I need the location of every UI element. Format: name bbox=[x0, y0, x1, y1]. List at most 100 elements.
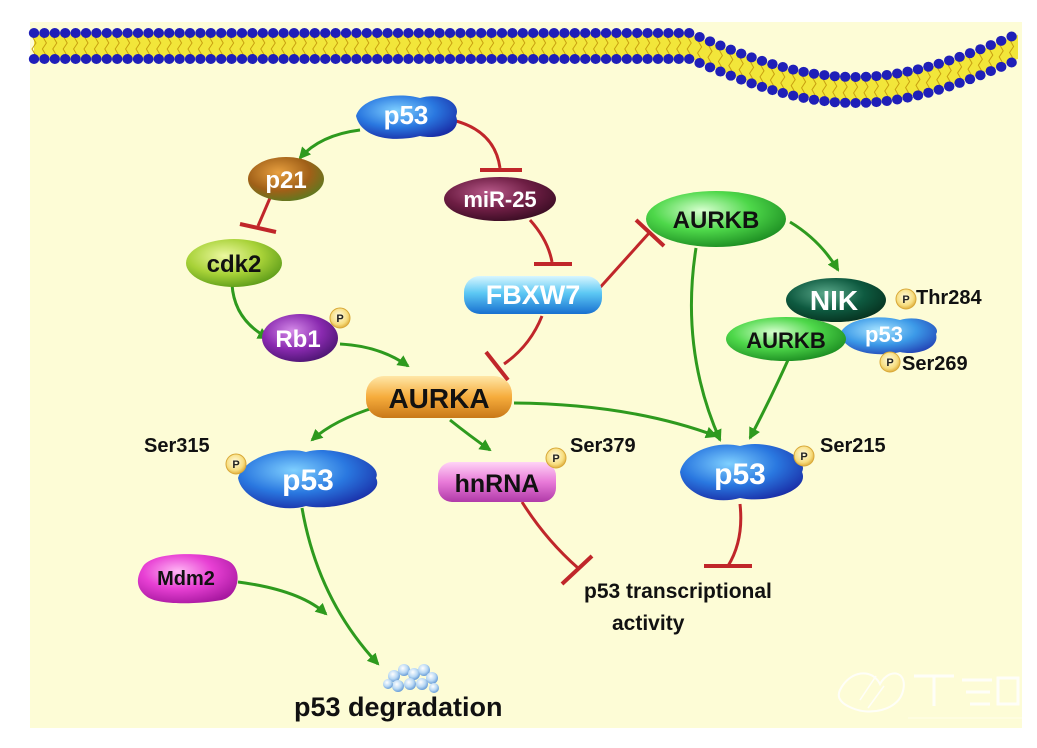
membrane-lipid-head bbox=[944, 81, 955, 92]
membrane-lipid-head bbox=[840, 97, 851, 108]
membrane-tail-stroke bbox=[801, 74, 807, 96]
aurka-label: AURKA bbox=[388, 383, 489, 414]
membrane-tail-stroke bbox=[291, 35, 297, 57]
membrane-tail-stroke bbox=[270, 35, 276, 57]
membrane-lipid-head bbox=[496, 28, 508, 38]
phospho-badge-ser379: P bbox=[545, 447, 567, 469]
membrane-lipid-head bbox=[70, 54, 81, 64]
membrane-lipid-head bbox=[132, 54, 144, 64]
membrane-tail-stroke bbox=[790, 72, 796, 93]
svg-text:P: P bbox=[800, 451, 807, 463]
rb1-node: Rb1 bbox=[262, 314, 338, 362]
membrane-lipid-head bbox=[476, 28, 487, 38]
membrane-tail-stroke bbox=[249, 35, 255, 57]
membrane-tail-stroke bbox=[873, 78, 879, 100]
membrane-tail-stroke bbox=[281, 35, 287, 57]
membrane-lipid-head bbox=[49, 54, 60, 64]
membrane-lipid-head bbox=[112, 28, 123, 38]
membrane-lipid-head bbox=[143, 54, 154, 64]
membrane-lipid-head bbox=[569, 28, 580, 38]
membrane-lipid-head bbox=[174, 54, 185, 64]
membrane-tail-stroke bbox=[229, 35, 235, 57]
membrane-lipid-head bbox=[80, 28, 92, 38]
membrane-tail-stroke bbox=[853, 79, 859, 101]
membrane-tail-stroke bbox=[301, 35, 307, 57]
aurkb-complex-label: AURKB bbox=[746, 328, 825, 353]
membrane-tail-stroke bbox=[1009, 39, 1015, 60]
arrow-aurkb-to-p53-right bbox=[689, 247, 722, 442]
membrane-lipid-head bbox=[736, 74, 747, 85]
membrane-lipid-head bbox=[91, 28, 102, 38]
membrane-lipid-head bbox=[559, 28, 570, 38]
ser269-label: Ser269 bbox=[902, 353, 968, 375]
membrane-tail-stroke bbox=[364, 35, 370, 57]
membrane-tail-stroke bbox=[457, 35, 463, 57]
membrane-tail-stroke bbox=[312, 35, 318, 57]
membrane-tail-stroke bbox=[499, 35, 505, 57]
membrane-lipid-head bbox=[684, 28, 695, 38]
aurkb-top-node: AURKB bbox=[646, 191, 786, 247]
membrane-tail-stroke bbox=[925, 69, 931, 90]
membrane-tail-stroke bbox=[31, 35, 37, 57]
membrane-tail-stroke bbox=[561, 35, 567, 57]
inhibit-fbxw7-aurka bbox=[503, 315, 544, 366]
membrane-lipid-head bbox=[70, 28, 81, 38]
membrane-tail-stroke bbox=[988, 47, 994, 69]
membrane-lipid-head bbox=[226, 54, 237, 64]
membrane-tail-stroke bbox=[582, 35, 588, 57]
proteasome-fragments-icon bbox=[383, 664, 439, 693]
membrane-lipid-head bbox=[278, 28, 289, 38]
membrane-tail-stroke bbox=[697, 39, 703, 61]
membrane-tail-stroke bbox=[145, 35, 151, 57]
membrane-tail-stroke bbox=[385, 35, 391, 57]
membrane-tail-stroke bbox=[353, 35, 359, 57]
membrane-tail-stroke bbox=[62, 35, 68, 57]
membrane-lipid-head bbox=[413, 54, 424, 64]
membrane-lipid-head bbox=[871, 97, 882, 108]
membrane-tail-stroke bbox=[946, 63, 952, 84]
membrane-lipid-head bbox=[902, 66, 913, 77]
membrane-lipid-head bbox=[642, 54, 653, 64]
membrane-lipid-head bbox=[996, 35, 1007, 46]
svg-text:P: P bbox=[886, 357, 893, 369]
membrane-lipid-head bbox=[164, 28, 175, 38]
membrane-lipid-head bbox=[580, 54, 591, 64]
membrane-lipid-head bbox=[257, 54, 268, 64]
membrane-lipid-head bbox=[330, 54, 341, 64]
membrane-lipid-head bbox=[528, 54, 539, 64]
membrane-tail-stroke bbox=[520, 35, 526, 57]
membrane-tail-stroke bbox=[769, 66, 775, 88]
membrane-lipid-head bbox=[996, 61, 1007, 72]
membrane-lipid-head bbox=[424, 54, 435, 64]
arrow-rb1-to-aurka bbox=[339, 342, 410, 368]
arrow-aurka-to-p53-right bbox=[513, 401, 718, 439]
inhibit-bar-hnrna bbox=[560, 554, 594, 586]
membrane-tail-stroke bbox=[177, 35, 183, 57]
membrane-lipid-head bbox=[39, 28, 50, 38]
membrane-lipid-head bbox=[715, 40, 726, 51]
membrane-lipid-head bbox=[486, 28, 497, 38]
transcription-label-line2: activity bbox=[612, 612, 685, 635]
membrane-lipid-head bbox=[933, 84, 944, 95]
hnrna-label: hnRNA bbox=[455, 470, 540, 498]
membrane-lipid-head bbox=[798, 92, 809, 103]
membrane-lipid-head bbox=[621, 28, 632, 38]
aurkb-top-label: AURKB bbox=[673, 207, 760, 234]
aurka-node: AURKA bbox=[366, 376, 512, 418]
membrane-lipid-head bbox=[829, 97, 840, 108]
membrane-lipid-head bbox=[975, 44, 986, 55]
membrane-lipid-head bbox=[548, 54, 560, 64]
cdk2-node: cdk2 bbox=[186, 239, 282, 287]
fbxw7-node: FBXW7 bbox=[464, 276, 602, 314]
membrane-lipid-head bbox=[694, 32, 705, 43]
membrane-lipid-head bbox=[850, 71, 861, 82]
membrane-tail-stroke bbox=[114, 35, 120, 57]
membrane-lipid-head bbox=[892, 94, 903, 105]
membrane-lipid-head bbox=[611, 28, 622, 38]
membrane-lipid-head bbox=[746, 52, 757, 63]
nik-node: NIK bbox=[786, 278, 886, 322]
membrane-tail-stroke bbox=[811, 76, 817, 97]
membrane-lipid-head bbox=[725, 70, 736, 81]
membrane-tail-stroke bbox=[52, 35, 58, 57]
